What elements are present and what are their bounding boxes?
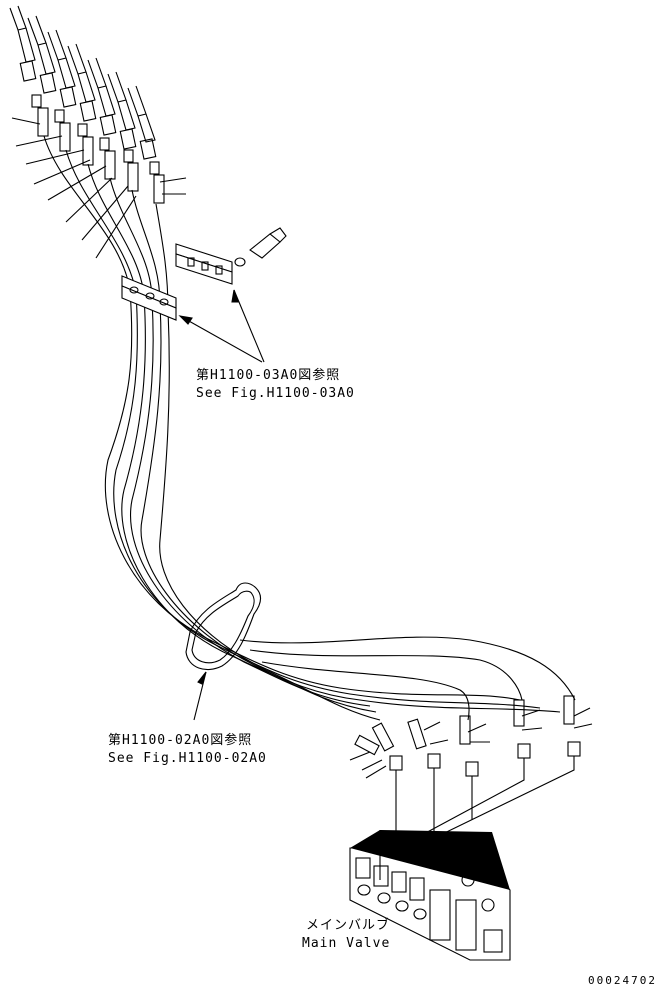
upper-hose-ends [9,5,157,160]
clamp-bracket-upper [175,227,287,285]
grommet-ring [185,582,262,721]
lower-fittings [349,695,593,850]
clamp-bracket-lower [121,275,177,321]
lower-ref-label-jp: 第H1100-02A0図参照 [108,733,253,748]
upper-fittings [31,94,165,204]
main-valve-body [349,830,511,961]
hose-bundle [43,135,576,721]
document-number: 00024702 [588,974,657,987]
main-valve-label-jp: メインバルブ [306,918,391,933]
upper-ref-arrows [178,289,265,363]
upper-ref-label-en: See Fig.H1100-03A0 [196,386,355,401]
lower-ref-label-en: See Fig.H1100-02A0 [108,751,267,766]
main-valve-label-en: Main Valve [302,936,391,951]
upper-ref-label-jp: 第H1100-03A0図参照 [196,368,341,383]
upper-leader-lines [11,117,187,259]
